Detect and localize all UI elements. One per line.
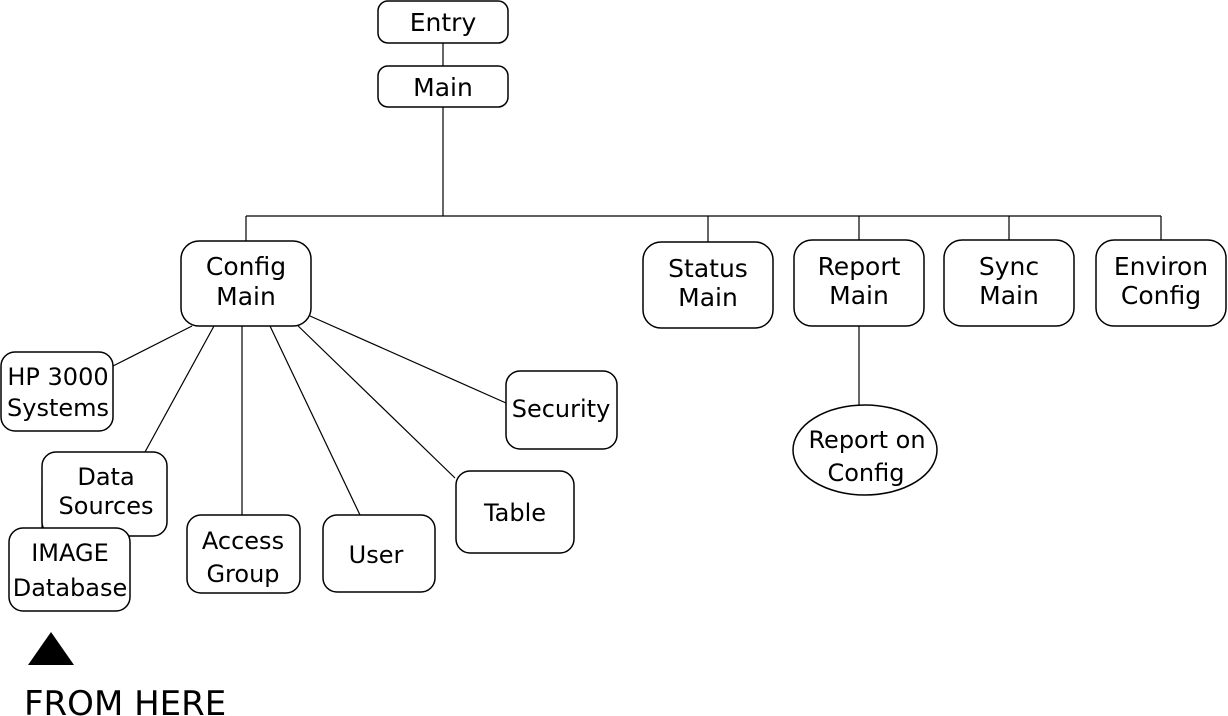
edge-config-hp3000 (112, 325, 193, 367)
node-status-main-line2: Main (678, 283, 738, 312)
node-hp3000-systems-line2: Systems (7, 394, 109, 422)
node-main[interactable]: Main (377, 65, 509, 108)
node-report-on-config-line1: Report on (808, 426, 925, 454)
node-report-main[interactable]: Report Main (793, 239, 925, 327)
node-access-group-line2: Group (206, 560, 279, 588)
node-report-main-line1: Report (818, 252, 901, 281)
node-table-label: Table (483, 499, 546, 527)
node-environ-config-line1: Environ (1114, 252, 1208, 281)
node-image-database-line2: Database (13, 574, 128, 602)
triangle-marker-icon (28, 632, 74, 665)
node-config-main[interactable]: Config Main (180, 240, 312, 327)
node-report-main-line2: Main (829, 281, 889, 310)
edge-config-user (269, 325, 361, 516)
edge-config-table (291, 319, 456, 479)
node-config-main-line2: Main (216, 282, 276, 311)
node-report-on-config[interactable]: Report on Config (792, 404, 938, 496)
node-main-label: Main (413, 73, 473, 102)
node-environ-config-line2: Config (1121, 281, 1201, 310)
node-hp3000-systems[interactable]: HP 3000 Systems (0, 351, 114, 432)
node-security-label: Security (512, 395, 611, 423)
node-security[interactable]: Security (505, 370, 618, 450)
node-sync-main-line2: Main (979, 281, 1039, 310)
node-access-group-line1: Access (202, 527, 284, 555)
node-status-main[interactable]: Status Main (642, 241, 774, 329)
node-report-on-config-line2: Config (827, 459, 904, 487)
node-table[interactable]: Table (455, 470, 575, 554)
node-sync-main-line1: Sync (979, 252, 1039, 281)
node-data-sources[interactable]: Data Sources (41, 451, 168, 537)
node-access-group[interactable]: Access Group (186, 514, 301, 594)
node-image-database[interactable]: IMAGE Database (8, 527, 131, 612)
node-hp3000-systems-line1: HP 3000 (7, 363, 108, 391)
node-entry[interactable]: Entry (377, 0, 509, 44)
node-data-sources-line1: Data (77, 463, 134, 491)
node-status-main-line1: Status (668, 254, 748, 283)
node-data-sources-line2: Sources (59, 492, 154, 520)
node-user[interactable]: User (322, 514, 436, 593)
edge-config-datasources (144, 325, 215, 453)
from-here-label: FROM HERE (24, 684, 226, 716)
edge-config-security (309, 315, 507, 404)
node-sync-main[interactable]: Sync Main (943, 239, 1075, 327)
node-entry-label: Entry (410, 8, 477, 37)
node-image-database-line1: IMAGE (31, 539, 109, 567)
node-environ-config[interactable]: Environ Config (1095, 239, 1227, 327)
node-config-main-line1: Config (206, 252, 286, 281)
connectors (41, 43, 1162, 528)
node-user-label: User (349, 541, 404, 569)
